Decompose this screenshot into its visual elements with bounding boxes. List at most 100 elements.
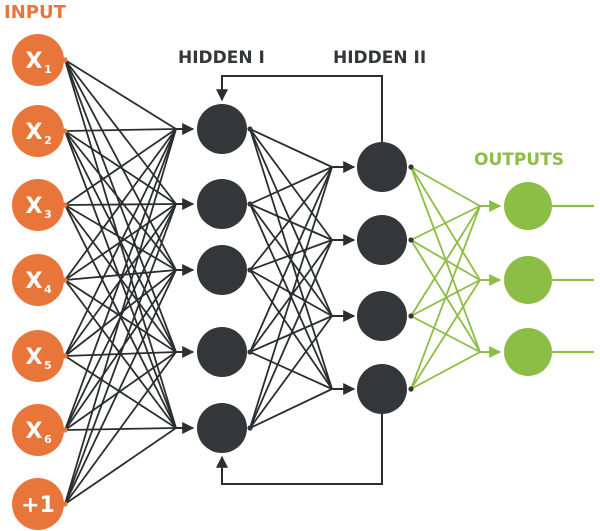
input-node-dot: [62, 277, 68, 283]
connection-hidden1-1-hidden2-2: [249, 128, 333, 241]
input-node-label: X: [26, 419, 43, 444]
input-node-circle: [12, 330, 64, 382]
hidden2-node-1: [357, 142, 414, 192]
connection-hidden1-2-hidden2-2: [249, 203, 333, 241]
outputs-layer-label: OUTPUTS: [474, 150, 564, 170]
connection-input-1-hidden1-1: [64, 59, 177, 130]
output-node-3: [504, 328, 552, 376]
output-node-circle: [504, 328, 552, 376]
input-node-subscript: 1: [44, 63, 52, 76]
output-node-circle: [504, 256, 552, 304]
hidden2-node-dot: [408, 313, 414, 319]
hidden1-node-dot: [247, 425, 253, 431]
connection-input-4-hidden1-1: [64, 128, 177, 281]
hidden1-node-2: [197, 179, 253, 229]
connection-hidden1-3-hidden2-2: [249, 239, 333, 271]
connection-hidden1-5-hidden2-2: [249, 239, 333, 429]
connection-hidden1-3-hidden2-4: [249, 269, 333, 390]
hidden1-node-dot: [247, 126, 253, 132]
input-layer-label: INPUT: [4, 2, 67, 23]
hidden2-node-3: [357, 291, 414, 341]
input-arrows-group: [174, 123, 594, 434]
connection-input-2-hidden1-3: [64, 130, 177, 271]
hidden1-node-circle: [197, 327, 247, 377]
connection-input-5-hidden1-1: [64, 128, 177, 357]
connection-input-2-hidden1-1: [64, 128, 177, 132]
connection-input-4-hidden1-3: [64, 269, 177, 281]
connection-input-3-hidden1-3: [64, 204, 177, 271]
hidden1-node-circle: [197, 104, 247, 154]
input-node-circle: [12, 105, 64, 157]
connection-hidden1-3-hidden2-3: [249, 269, 333, 317]
hidden2-node-circle: [357, 364, 407, 414]
hidden1-node-1: [197, 104, 253, 154]
connection-input-7-hidden1-1: [64, 128, 177, 505]
output-node-2: [504, 256, 552, 304]
connection-hidden2-4-output-3: [410, 351, 481, 390]
hidden1-node-5: [197, 403, 253, 453]
input-node-subscript: 6: [44, 433, 52, 446]
connection-input-7-hidden1-5: [64, 427, 177, 505]
input-node-subscript: 5: [44, 359, 52, 372]
hidden1-layer-label: HIDDEN I: [178, 48, 265, 68]
connection-hidden2-2-output-1: [410, 205, 481, 241]
connection-input-7-hidden1-4: [64, 351, 177, 505]
hidden2-node-2: [357, 215, 414, 265]
input-node-dot: [62, 501, 68, 507]
hidden1-node-circle: [197, 403, 247, 453]
hidden2-node-dot: [408, 164, 414, 170]
input-node-subscript: 3: [44, 208, 52, 221]
input-node-label: X: [26, 345, 43, 370]
hidden1-node-circle: [197, 179, 247, 229]
input-node-label: X: [26, 49, 43, 74]
connection-hidden1-1-hidden2-1: [249, 128, 333, 168]
connection-hidden2-4-output-1: [410, 205, 481, 390]
input-node-label: X: [26, 194, 43, 219]
input-node-dot: [62, 128, 68, 134]
hidden2-node-circle: [357, 215, 407, 265]
hidden1-node-dot: [247, 349, 253, 355]
output-node-circle: [504, 182, 552, 230]
connections-group: [64, 59, 481, 505]
hidden2-node-circle: [357, 142, 407, 192]
hidden2-node-dot: [408, 237, 414, 243]
input-node-label: X: [26, 269, 43, 294]
hidden1-node-dot: [247, 201, 253, 207]
input-node-dot: [62, 57, 68, 63]
connection-input-7-hidden1-3: [64, 269, 177, 505]
input-node-circle: [12, 404, 64, 456]
connection-input-3-hidden1-1: [64, 128, 177, 206]
connection-input-7-hidden1-2: [64, 203, 177, 505]
input-node-circle: [12, 179, 64, 231]
feedback-loop-top: [216, 75, 383, 142]
hidden1-node-circle: [197, 245, 247, 295]
connection-input-6-hidden1-3: [64, 269, 177, 431]
input-node-7: +1: [12, 478, 68, 530]
hidden2-node-4: [357, 364, 414, 414]
connection-input-5-hidden1-3: [64, 269, 177, 357]
input-node-circle: [12, 478, 64, 530]
hidden1-node-3: [197, 245, 253, 295]
connection-input-6-hidden1-1: [64, 128, 177, 431]
hidden2-node-circle: [357, 291, 407, 341]
connection-hidden1-5-hidden2-4: [249, 388, 333, 429]
hidden2-layer-label: HIDDEN II: [333, 48, 426, 68]
output-node-1: [504, 182, 552, 230]
input-node-label: X: [26, 120, 43, 145]
feedback-loops-group: [216, 75, 383, 485]
connection-hidden1-4-hidden2-1: [249, 166, 333, 353]
input-node-circle: [12, 254, 64, 306]
input-node-dot: [62, 353, 68, 359]
connection-hidden1-2-hidden2-1: [249, 166, 333, 205]
hidden1-node-4: [197, 327, 253, 377]
connection-hidden1-3-hidden2-1: [249, 166, 333, 271]
connection-hidden1-5-hidden2-3: [249, 315, 333, 429]
input-node-circle: [12, 34, 64, 86]
